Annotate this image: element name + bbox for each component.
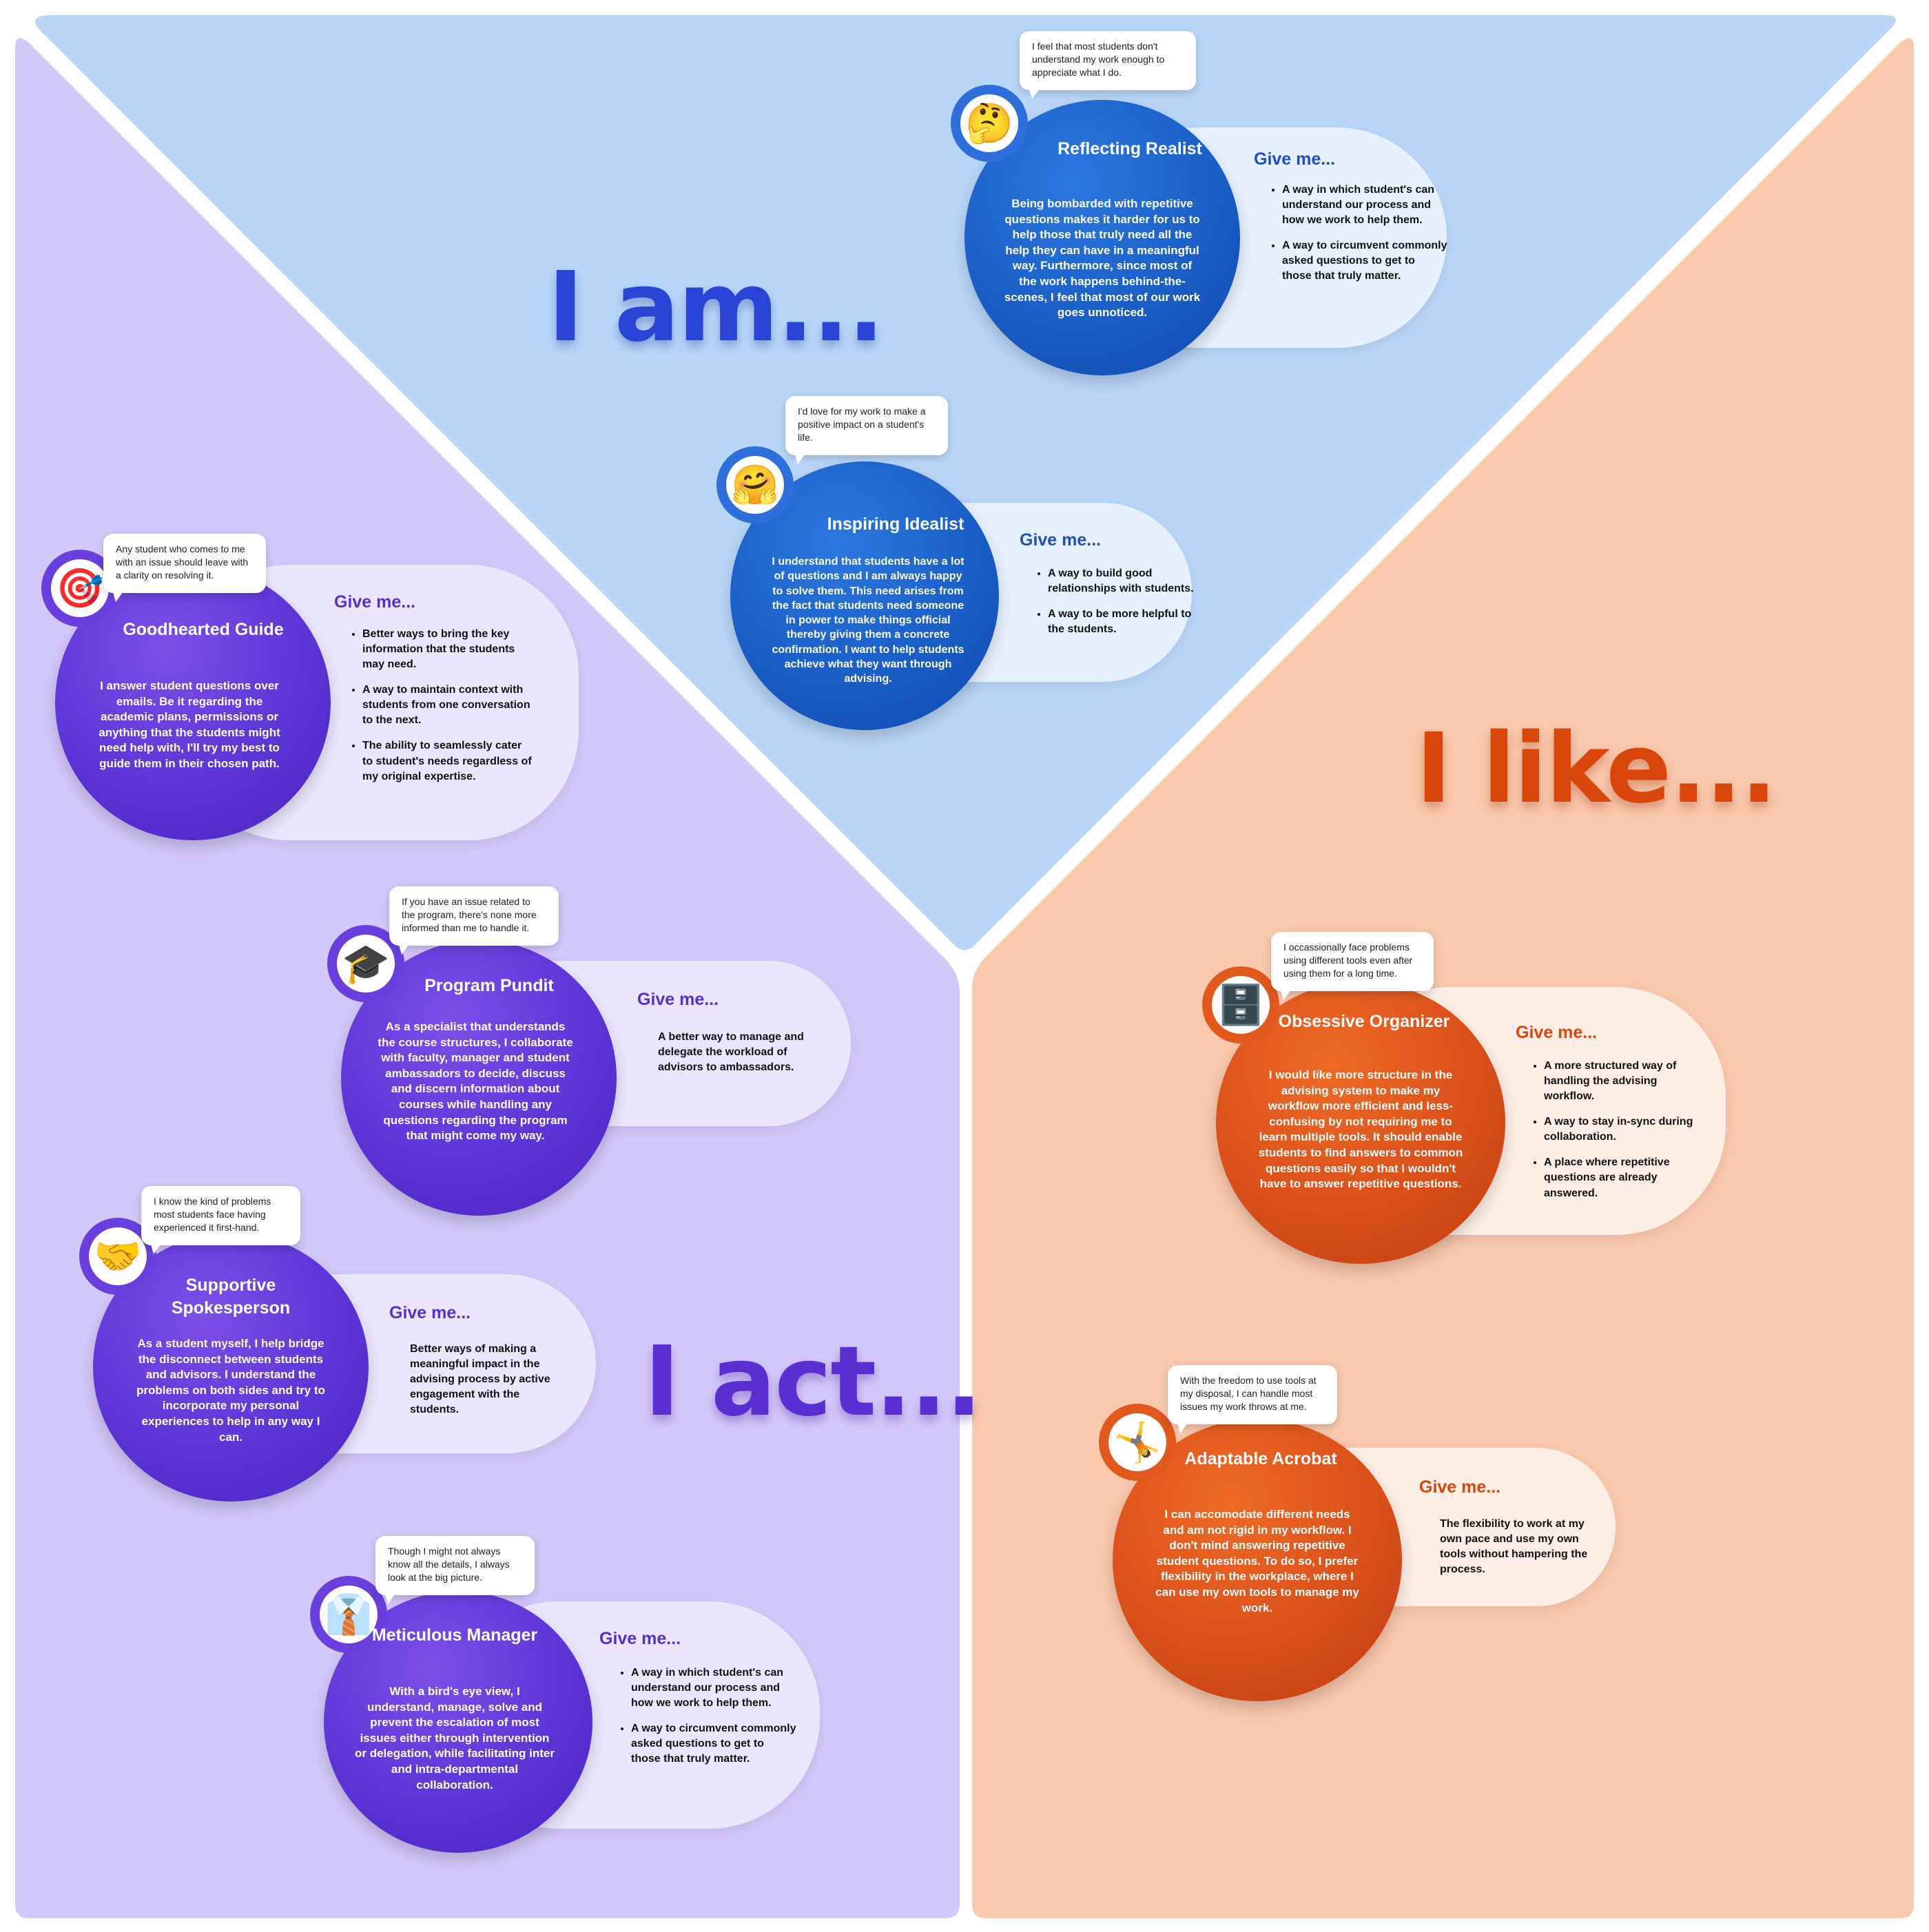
persona-reflecting-realist: 🤔 I feel that most students don't unders… [951, 31, 1447, 375]
give-me-heading: Give me... [1020, 530, 1102, 550]
persona-goodhearted-guide: 🎯 Any student who comes to me with an is… [41, 534, 579, 840]
quote-bubble: Any student who comes to me with an issu… [103, 534, 266, 602]
persona-adaptable-acrobat: 🤸 With the freedom to use tools at my di… [1099, 1365, 1616, 1701]
persona-name: Meticulous Manager [371, 1625, 538, 1645]
give-me-heading: Give me... [1419, 1477, 1501, 1497]
persona-description: I can accomodate different needs and am … [1155, 1508, 1359, 1614]
list-item: The ability to seamlessly cater to stude… [362, 738, 535, 784]
persona-description: As a specialist that understands the cou… [378, 1020, 573, 1143]
persona-obsessive-organizer: 🗄️ I occassionally face problems using d… [1202, 932, 1726, 1264]
list-item: A place where repetitive questions are a… [1544, 1155, 1709, 1201]
give-me-heading: Give me... [1254, 149, 1336, 169]
quote-bubble: Though I might not always know all the d… [375, 1536, 535, 1604]
persona-meticulous-manager: 👔 Though I might not always know all the… [310, 1536, 820, 1867]
list-item: A way to build good relationships with s… [1048, 566, 1206, 596]
quote-bubble: I occassionally face problems using diff… [1271, 932, 1434, 1000]
needs-list: The flexibility to work at my own pace a… [1440, 1517, 1605, 1588]
give-me-heading: Give me... [389, 1303, 471, 1322]
list-item: A way to stay in-sync during collaborati… [1544, 1114, 1709, 1145]
needs-list: A better way to manage and delegate the … [658, 1030, 823, 1086]
persona-name: Goodhearted Guide [123, 620, 284, 639]
persona-description: Being bombarded with repetitive question… [1004, 197, 1201, 320]
needs-list: A way in which student's can understand … [620, 1665, 796, 1777]
quote-bubble: If you have an issue related to the prog… [389, 886, 559, 955]
quote-bubble: I'd love for my work to make a positive … [785, 396, 948, 464]
list-item: A way in which student's can understand … [1282, 183, 1447, 228]
needs-list: A more structured way of handling the ad… [1533, 1059, 1709, 1212]
quote-bubble: I know the kind of problems most student… [141, 1186, 300, 1254]
i-am-heading: I am... [548, 251, 885, 364]
persona-name: Adaptable Acrobat [1184, 1449, 1337, 1468]
list-item: A way to circumvent commonly asked quest… [631, 1721, 796, 1767]
persona-description: I answer student questions over emails. … [99, 679, 280, 771]
list-item: A way to maintain context with students … [362, 683, 535, 728]
give-me-heading: Give me... [637, 990, 719, 1009]
hugging-face-icon: 🤗 [716, 446, 794, 523]
persona-description: I would like more structure in the advis… [1258, 1068, 1463, 1191]
needs-list: Better ways of making a meaningful impac… [410, 1342, 568, 1428]
list-item: The flexibility to work at my own pace a… [1440, 1518, 1588, 1576]
persona-inspiring-idealist: 🤗 I'd love for my work to make a positiv… [716, 396, 1213, 737]
i-like-heading: I like... [1416, 713, 1777, 825]
persona-description: As a student myself, I help bridge the d… [136, 1337, 325, 1444]
thinking-face-icon: 🤔 [951, 85, 1028, 162]
list-item: A better way to manage and delegate the … [658, 1031, 804, 1074]
give-me-heading: Give me... [599, 1629, 681, 1648]
persona-description: With a bird's eye view, I understand, ma… [355, 1685, 555, 1791]
list-item: Better ways to bring the key information… [362, 627, 535, 672]
quote-bubble: I feel that most students don't understa… [1020, 31, 1196, 99]
persona-program-pundit: 🎓 If you have an issue related to the pr… [327, 886, 851, 1216]
list-item: A way to circumvent commonly asked quest… [1282, 238, 1447, 284]
give-me-heading: Give me... [334, 592, 416, 612]
file-cabinet-icon: 🗄️ [1202, 966, 1279, 1043]
man-in-suit-icon: 👔 [310, 1576, 387, 1653]
persona-description: I understand that students have a lot of… [772, 556, 964, 685]
persona-name: Inspiring Idealist [827, 515, 964, 534]
needs-list: A way to build good relationships with s… [1037, 566, 1206, 647]
needs-list: Better ways to bring the key information… [351, 627, 535, 795]
needs-list: A way in which student's can understand … [1271, 183, 1447, 294]
persona-name: Reflecting Realist [1058, 139, 1202, 158]
list-item: A way in which student's can understand … [631, 1665, 796, 1711]
list-item: A more structured way of handling the ad… [1544, 1059, 1709, 1104]
persona-supportive-spokesperson: 🤝 I know the kind of problems most stude… [79, 1186, 596, 1508]
i-act-heading: I act... [644, 1326, 982, 1438]
persona-name: Obsessive Organizer [1278, 1012, 1450, 1031]
persona-name: Supportive Spokesperson [171, 1276, 291, 1318]
list-item: Better ways of making a meaningful impac… [410, 1343, 550, 1416]
give-me-heading: Give me... [1516, 1023, 1598, 1042]
quote-bubble: With the freedom to use tools at my disp… [1168, 1365, 1337, 1433]
list-item: A way to be more helpful to the students… [1048, 607, 1206, 637]
persona-name: Program Pundit [424, 976, 554, 995]
